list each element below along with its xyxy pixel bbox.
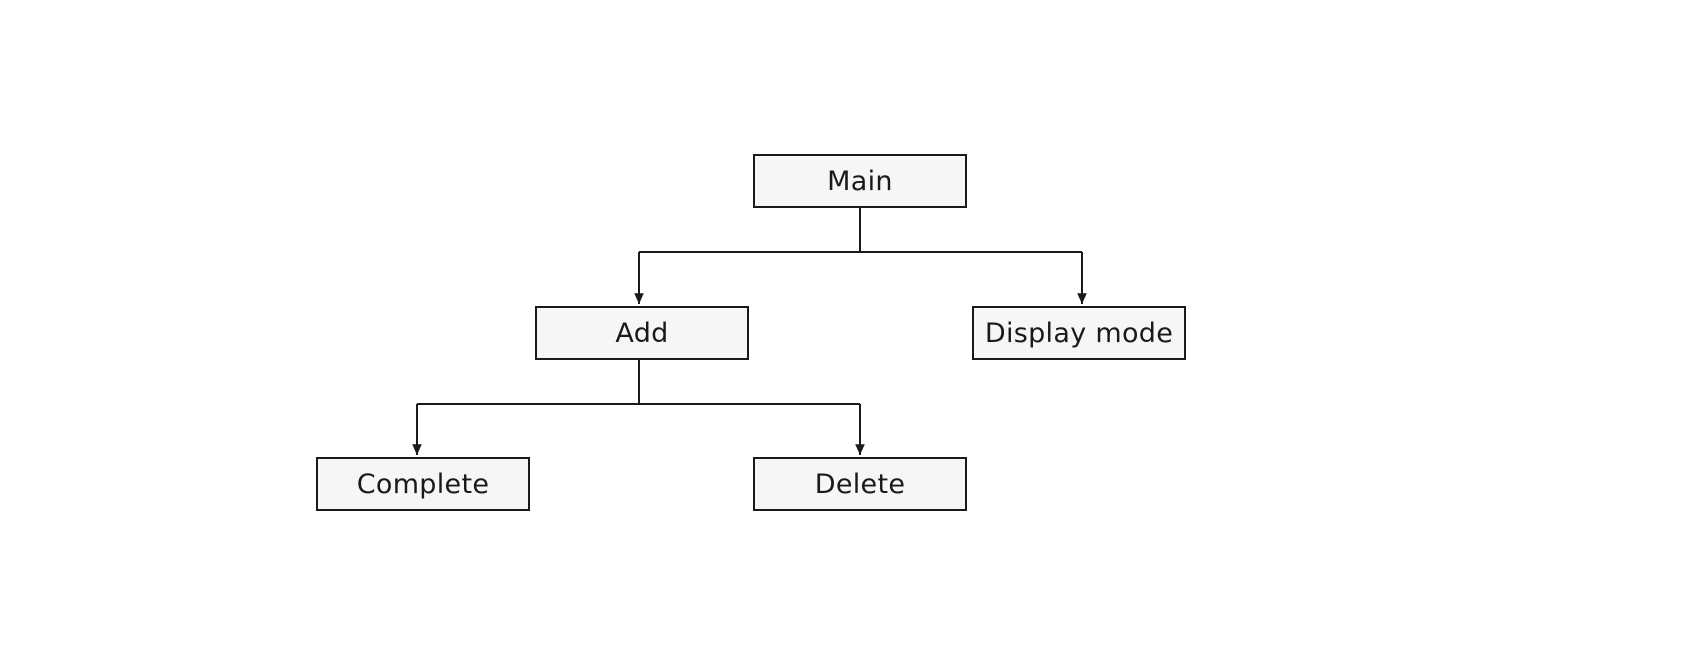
node-delete-label: Delete bbox=[814, 468, 906, 500]
node-add-label: Add bbox=[615, 317, 669, 349]
node-delete: Delete bbox=[753, 457, 967, 511]
node-display-mode-label: Display mode bbox=[984, 317, 1174, 349]
node-main-label: Main bbox=[827, 165, 893, 197]
node-display-mode: Display mode bbox=[972, 306, 1186, 360]
node-add: Add bbox=[535, 306, 749, 360]
node-main: Main bbox=[753, 154, 967, 208]
node-complete: Complete bbox=[316, 457, 530, 511]
node-complete-label: Complete bbox=[356, 468, 490, 500]
